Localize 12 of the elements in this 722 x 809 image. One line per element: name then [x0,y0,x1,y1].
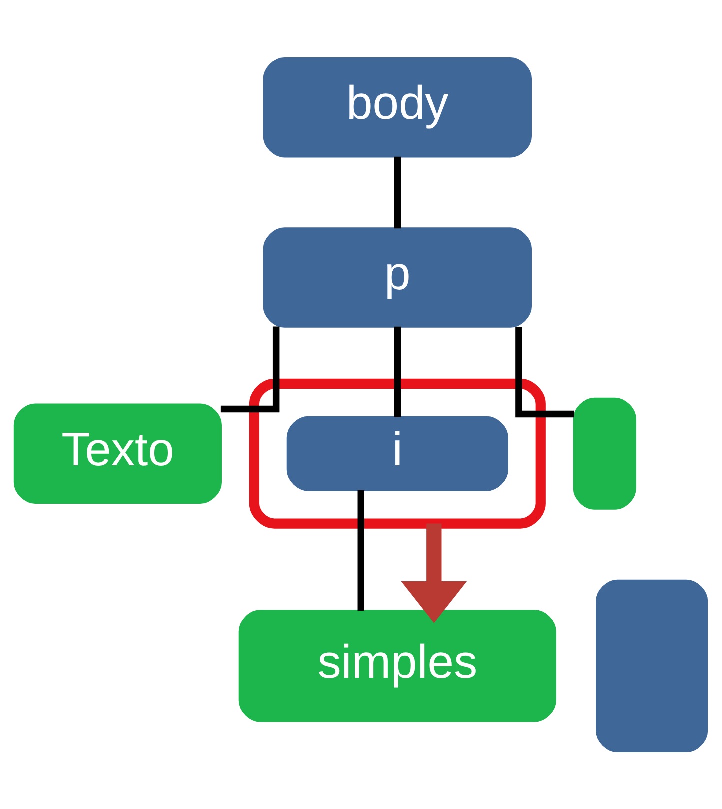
connector [394,326,402,417]
connector [358,490,364,611]
node-box: simples [238,610,556,722]
node-box [596,579,708,752]
node-box [573,397,636,510]
connector [394,156,402,228]
node-box: Texto [14,403,222,504]
node-box: body [263,56,532,158]
node-box: p [263,227,532,328]
arrow [401,523,468,623]
node-box: i [286,416,508,491]
cluster [249,378,546,528]
